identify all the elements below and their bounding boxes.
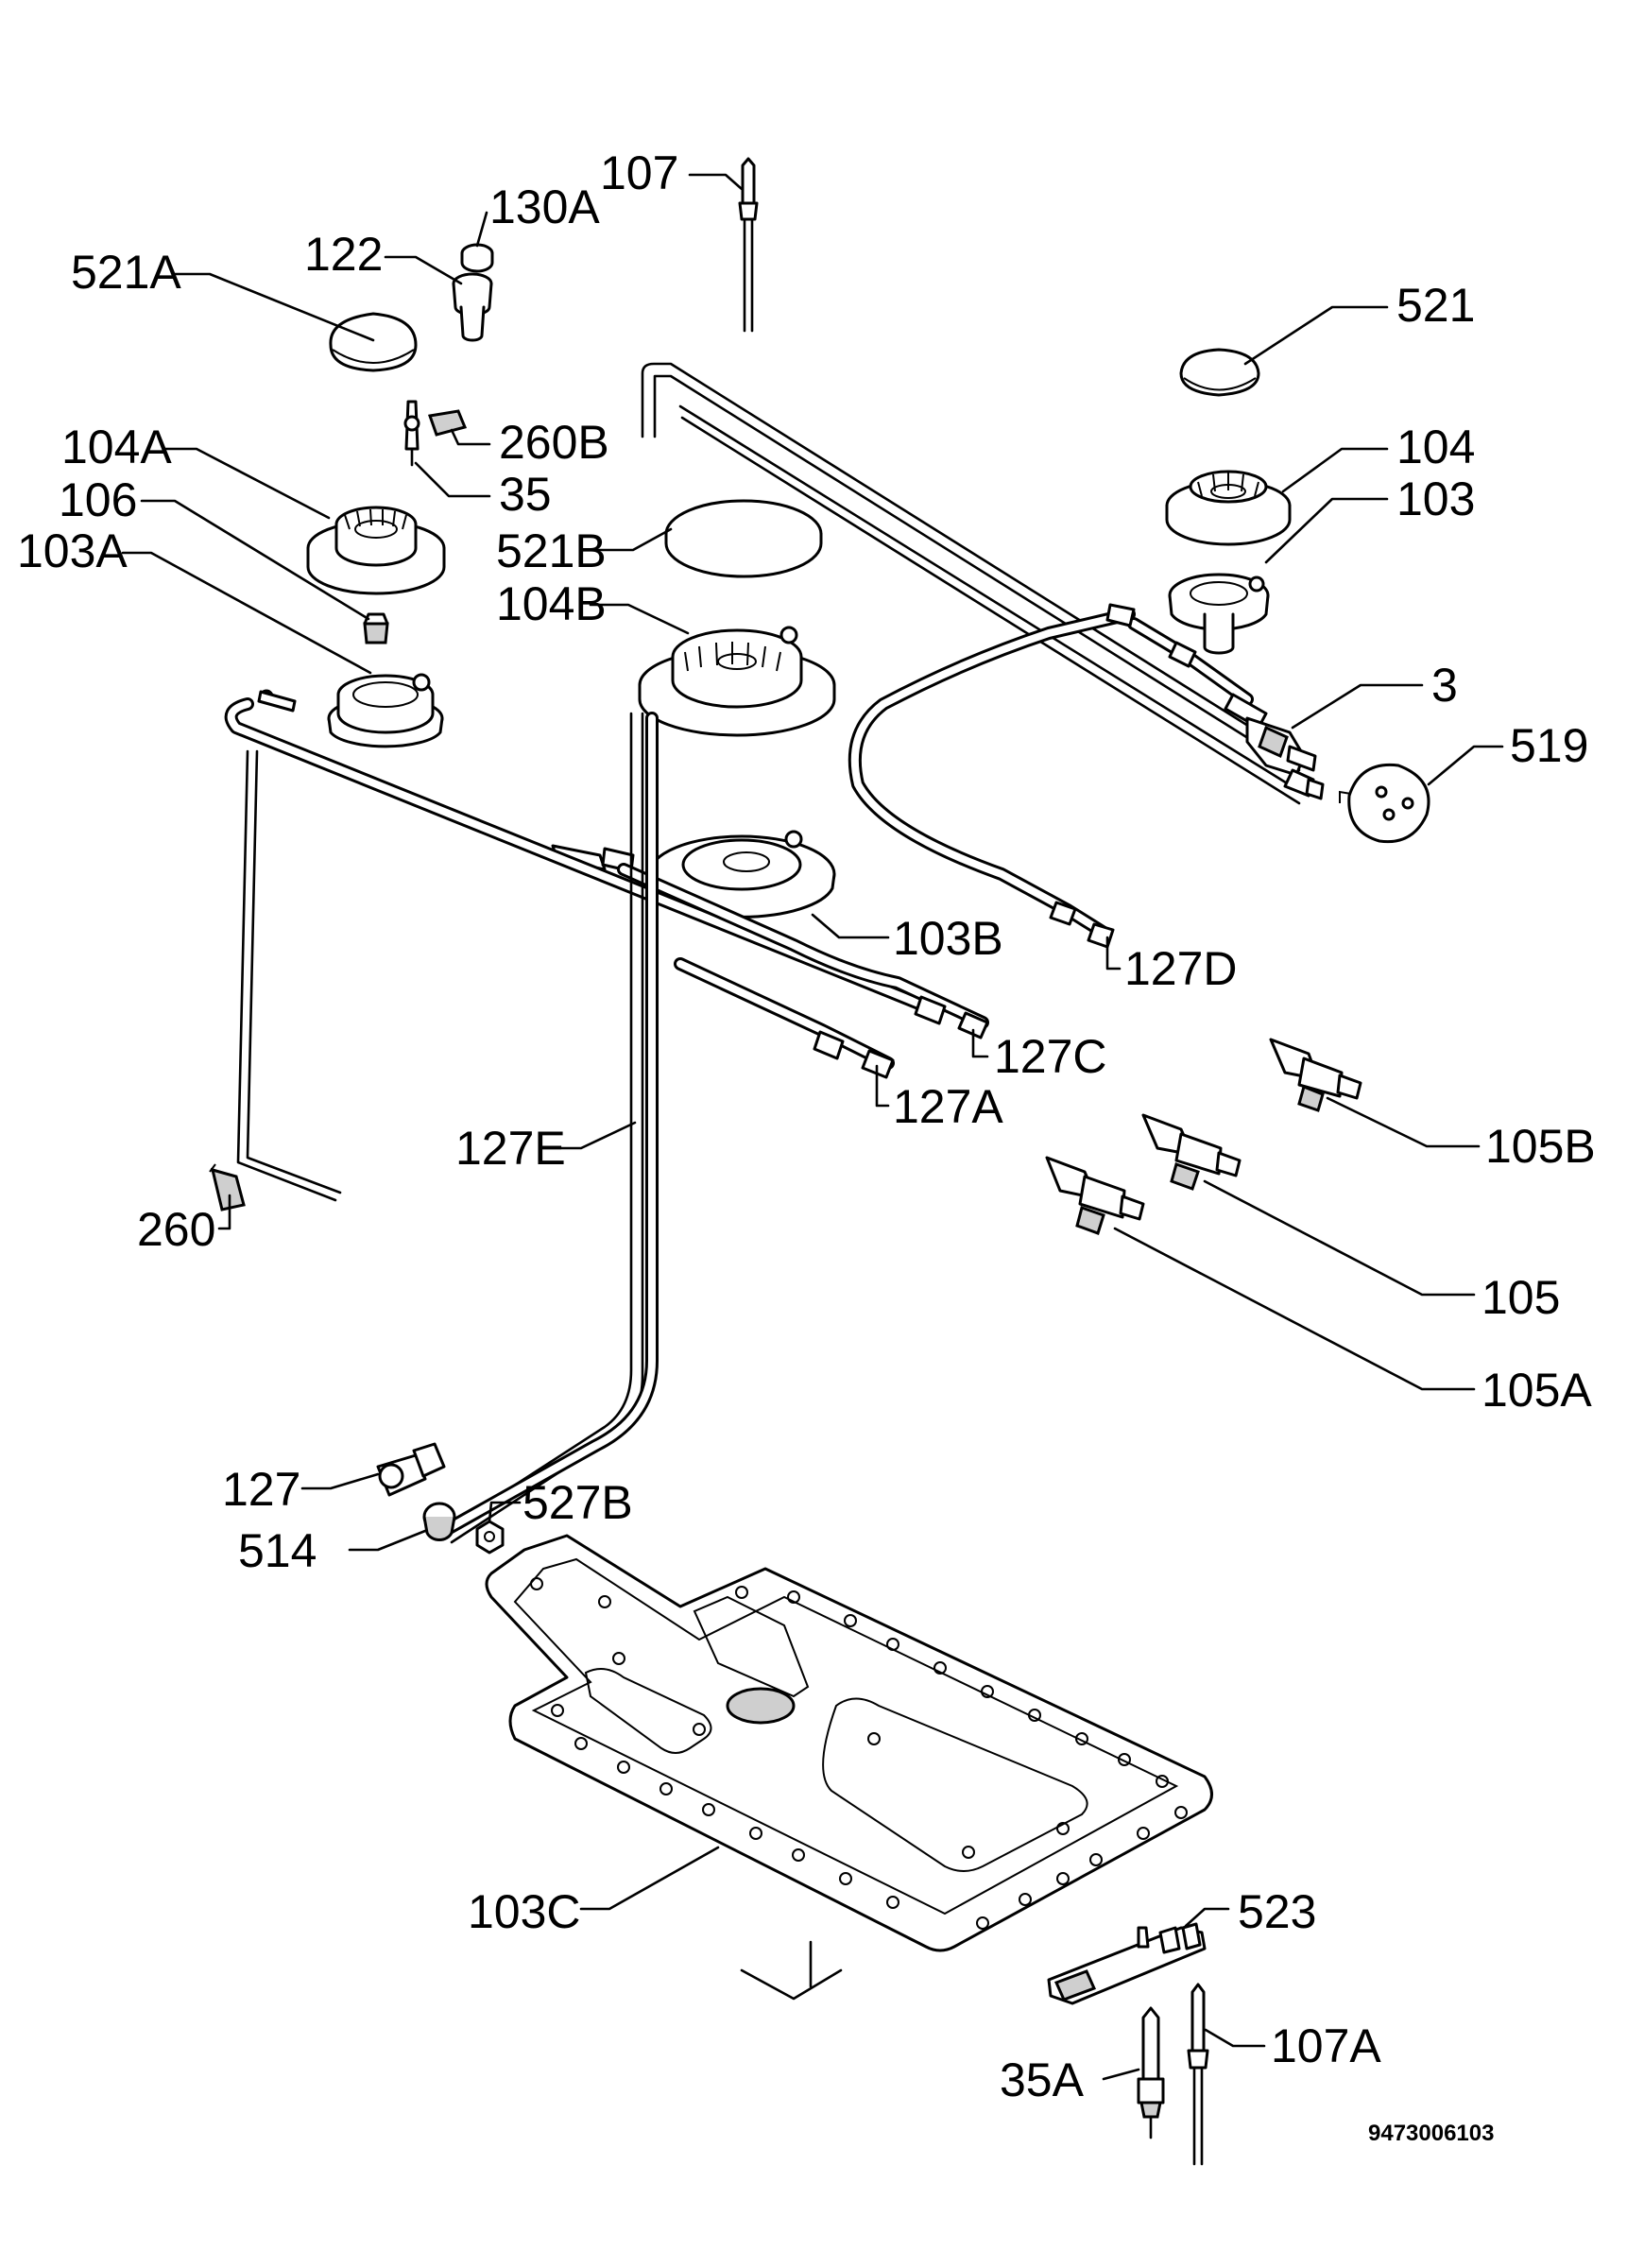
part-122-injector [452,272,493,342]
label-104: 104 [1396,421,1475,473]
frame-bar [641,362,1306,805]
part-103C-base-plate [485,1534,1213,1952]
callout-labels: 107 130A 122 521A 521 260B 35 104A 104 1… [17,146,1596,2146]
label-103A: 103A [17,524,128,577]
label-107A: 107A [1271,2019,1381,2072]
part-521-burner-cap [1179,348,1260,397]
part-3-valve [1127,617,1325,800]
label-260B: 260B [499,416,609,469]
label-105A: 105A [1481,1364,1592,1417]
label-127E: 127E [455,1122,566,1175]
part-523-ignition-bracket [1047,1922,1207,2005]
part-130A-nut [460,243,494,273]
part-519-plate [1339,763,1430,844]
label-523: 523 [1238,1885,1316,1938]
part-104-burner-ring [1165,470,1292,546]
label-35A: 35A [1000,2053,1085,2106]
label-514: 514 [238,1524,317,1577]
part-35-electrode [403,400,420,467]
label-521A: 521A [71,246,181,299]
label-127D: 127D [1124,942,1238,995]
part-527B-nut [475,1520,505,1555]
part-105-injector [1141,1113,1242,1191]
part-107A-thermocouple [1187,1983,1209,2166]
label-104A: 104A [61,421,172,473]
part-103A-burner-base [257,673,444,748]
pipe-127D [848,603,1136,949]
pipe-left-long [224,697,933,1202]
label-3: 3 [1431,659,1458,712]
label-130A: 130A [489,180,600,233]
pipe-127C [617,863,989,1040]
part-103-burner-base [1168,573,1270,655]
part-105A-injector [1045,1156,1145,1235]
label-106: 106 [59,473,137,526]
label-104B: 104B [496,577,607,630]
part-521A-burner-cap [329,312,418,372]
label-521B: 521B [496,524,607,577]
label-122: 122 [304,228,383,281]
part-107-thermocouple [738,157,759,333]
part-127-elbow [376,1442,446,1497]
label-103B: 103B [893,912,1003,965]
label-105B: 105B [1485,1120,1596,1173]
plate-holes [530,1577,1188,1930]
label-519: 519 [1510,719,1588,772]
label-127A: 127A [893,1080,1003,1133]
part-514-nut [422,1502,456,1541]
part-260-clip [209,1163,246,1211]
label-35: 35 [499,468,552,521]
label-521: 521 [1396,279,1475,332]
label-127C: 127C [994,1030,1107,1083]
pipe-127A [674,957,895,1079]
pipe-127E [437,712,659,1544]
label-103C: 103C [468,1885,581,1938]
label-527B: 527B [522,1476,633,1529]
label-107: 107 [600,146,678,199]
part-105B-injector [1269,1038,1362,1112]
document-number: 9473006103 [1368,2121,1494,2146]
part-35A-spark-electrode [1137,2006,1165,2139]
part-106-jet [363,612,389,644]
part-103B-burner-base [551,830,836,919]
label-127: 127 [222,1463,300,1516]
corner-mark [740,1940,843,2001]
label-105: 105 [1481,1271,1560,1324]
leader-lines [121,173,1504,2081]
part-104A-burner-ring [306,506,446,595]
part-104B-burner-ring [638,626,836,737]
label-260: 260 [137,1203,215,1256]
label-103: 103 [1396,472,1475,525]
part-521B-burner-cap [664,499,823,578]
part-260B-clip [427,409,468,437]
